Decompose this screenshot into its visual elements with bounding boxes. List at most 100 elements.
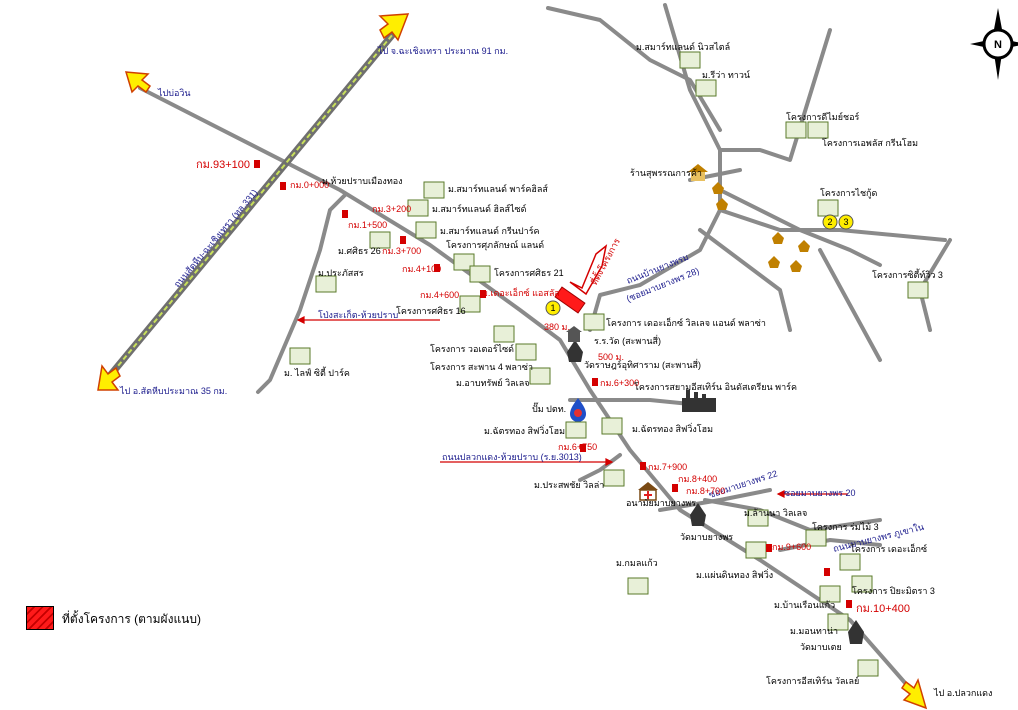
direction-arrows — [97, 13, 928, 710]
km6-300-label: กม.6+300 — [600, 378, 639, 388]
temple-icons — [567, 340, 864, 644]
svg-text:1: 1 — [550, 303, 555, 313]
store-icon — [688, 164, 708, 181]
km-marker-icon — [434, 264, 440, 272]
arrow-bo-win — [124, 71, 152, 94]
km-marker-icon — [672, 484, 678, 492]
village-thumbnail — [857, 659, 879, 677]
place-label: ปั๊ม ปตท. — [532, 402, 566, 414]
km-marker-icon — [580, 444, 586, 452]
place-label: โครงการศุภลักษณ์ แลนด์ — [446, 239, 544, 251]
house-icon — [772, 232, 784, 244]
village-thumbnail — [565, 421, 587, 439]
highway-331-label: ถนนสัตหีบ-ฉะเชิงเทรา (ทล.331) — [172, 187, 260, 289]
village-thumbnail — [627, 577, 649, 595]
place-label: ม.ฉัตรทอง สิฟวิ่งโฮม — [484, 424, 565, 436]
svg-text:2: 2 — [827, 217, 832, 227]
km1-label: กม.1+500 — [348, 220, 387, 230]
direction-bo-win-label: ไปบ่อวิน — [157, 88, 191, 98]
km4-600-label: กม.4+600 — [420, 290, 459, 300]
place-label: โครงการ ปิยะมิตรา 3 — [852, 586, 935, 596]
km93-label: กม.93+100 — [196, 159, 250, 171]
school-icon — [566, 326, 582, 342]
place-label: ม.มอนทาน่า — [790, 626, 838, 636]
health-center-icon — [638, 482, 658, 501]
place-label: ร.ร.วัด (สะพานสี่) — [594, 334, 661, 346]
village-thumbnail — [583, 313, 605, 331]
place-label: ม.กมลแก้ว — [616, 558, 658, 568]
house-icon — [790, 260, 802, 272]
km-marker-icon — [640, 462, 646, 470]
legend-label: ที่ตั้งโครงการ (ตามผังแนบ) — [62, 612, 202, 626]
km3-200-label: กม.3+200 — [372, 204, 411, 214]
place-label: ม. ไลฟ์ ซิตี้ ปาร์ค — [284, 366, 350, 378]
place-label: ม.รีว่า ทาวน์ — [702, 69, 750, 80]
temple-icon — [848, 620, 864, 644]
village-thumbnail — [907, 281, 929, 299]
village-thumbnail — [747, 509, 769, 527]
dist-500-label: 500 ม. — [598, 352, 624, 362]
place-label: โครงการ ร่มไม้ 3 — [812, 522, 879, 532]
place-label: ม.บ้านเรือนแก้ว — [774, 600, 835, 610]
svg-text:3: 3 — [843, 217, 848, 227]
house-icons — [712, 182, 810, 272]
village-thumbnail — [601, 417, 623, 435]
place-label: โครงการอีสเทิร์น วัลเลย์ — [766, 675, 859, 686]
highway-331 — [104, 24, 402, 382]
place-label: วัดราษฎร์อุทิศาราม (สะพานสี่) — [584, 358, 701, 371]
place-label: ร้านสุพรรณการค้า — [630, 168, 702, 179]
house-icon — [798, 240, 810, 252]
place-label: โครงการ เดอะเอ็กซ์ วิลเลจ แอนด์ พลาซ่า — [606, 316, 766, 328]
km-marker-icon — [592, 378, 598, 386]
dist-380-label: 380 ม. — [544, 322, 570, 332]
village-thumbnail — [603, 469, 625, 487]
place-label: โครงการซิตี้ท์วิว 3 — [872, 268, 943, 280]
km-marker-icon — [280, 182, 286, 190]
place-label: โครงการ สะพาน 4 พลาซ่า — [430, 362, 533, 372]
place-label: ม.อาบทรัพย์ วิลเลจ — [456, 377, 530, 388]
direction-sattahip-label: ไป อ.สัตหีบประมาณ 35 กม. — [119, 386, 227, 396]
village-thumbnail — [851, 575, 873, 593]
compass-letter: N — [994, 39, 1002, 51]
circle-3 — [838, 214, 854, 230]
place-label: ม.แผ่นดินทอง สิฟวิ่ง — [696, 568, 773, 580]
place-label: ม.ประภัสสร — [318, 268, 364, 278]
place-label: อนามัยมาบยางพร — [626, 498, 696, 508]
place-label: ม.ห้วยปราบเมืองทอง — [322, 176, 403, 186]
place-label: โครงการสยามอีสเทิร์น อินดัสเตรียน พาร์ค — [634, 381, 797, 392]
km0-label: กม.0+000 — [290, 180, 329, 190]
village-thumbnail — [819, 585, 841, 603]
km3-700-label: กม.3+700 — [382, 246, 421, 256]
km6-750-label: กม.6+750 — [558, 442, 597, 452]
village-thumbnail — [415, 221, 437, 239]
village-thumbnail — [369, 231, 391, 249]
village-thumbnail — [459, 295, 481, 313]
house-icon — [712, 182, 724, 194]
arrow-sattahip — [97, 364, 121, 391]
place-label: วัดมาบยางพร — [680, 532, 733, 542]
km-marker-icon — [824, 568, 830, 576]
village-thumbnail — [407, 199, 429, 217]
pong-sa-ket-label: โป่งสะเก็ต-ห้วยปราบ — [318, 308, 398, 320]
village-thumbnail — [745, 541, 767, 559]
village-thumbnail — [515, 343, 537, 361]
place-label: โครงการ วอเตอร์ไซด์ — [430, 343, 514, 354]
km-marker-icon — [846, 600, 852, 608]
village-thumbnail — [679, 51, 701, 69]
place-label: โครงการเอพลัส กรีนโฮม — [822, 138, 918, 148]
km4-100-label: กม.4+100 — [402, 264, 441, 274]
place-label: โครงการศศิธร 21 — [494, 268, 564, 278]
place-label: ม.สมาร์ทแลนด์ กรีนปาร์ค — [440, 225, 540, 236]
km-marker-icon — [766, 544, 772, 552]
place-label: ม.เดอะเอ็กซ์ แอสลัส — [482, 286, 560, 298]
km-marker-icon — [480, 290, 486, 298]
village-thumbnail — [785, 121, 807, 139]
north-compass: N — [970, 8, 1018, 80]
village-thumbnail — [469, 265, 491, 283]
km-marker-icons — [254, 160, 852, 608]
factory-icon — [682, 390, 716, 412]
place-label: โครงการศศิธร 16 — [396, 306, 466, 316]
local-roads — [138, 3, 952, 702]
fuel-station-icon — [570, 398, 586, 422]
place-label: ม.สมาร์ทแลนด์ นิวสไตล์ — [636, 41, 730, 52]
